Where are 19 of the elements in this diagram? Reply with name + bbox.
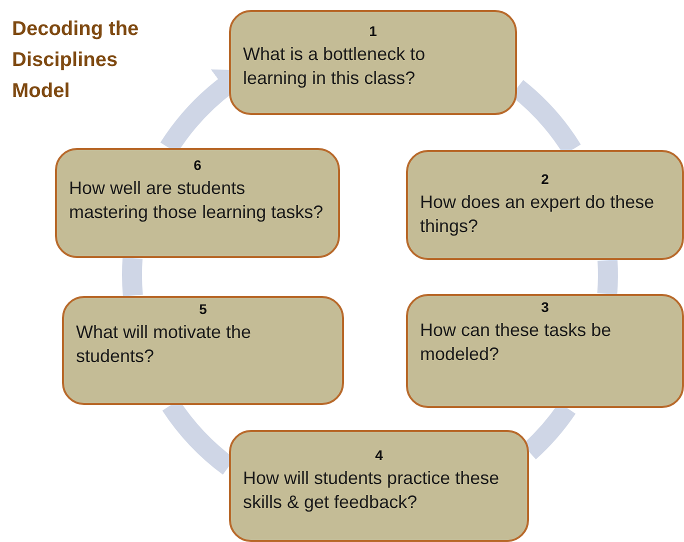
- step-question: How does an expert do these things?: [420, 191, 656, 238]
- question-box: [229, 430, 529, 542]
- question-box: [62, 296, 344, 405]
- step-question: How will students practice these skills & get feedback?: [243, 467, 500, 514]
- question-box: [406, 150, 684, 260]
- step-question: How can these tasks be modeled?: [420, 319, 612, 366]
- step-number: 3: [541, 300, 549, 314]
- step-question: What is a bottleneck to learning in this class?: [243, 43, 426, 90]
- step-question: What will motivate the students?: [76, 321, 252, 368]
- step-number: 4: [375, 448, 383, 462]
- diagram-title: Decoding the Disciplines Model: [12, 17, 140, 104]
- question-box: [229, 10, 517, 115]
- step-number: 2: [541, 172, 549, 186]
- step-question: How well are students mastering those learning tasks?: [69, 177, 324, 224]
- step-number: 1: [369, 24, 377, 38]
- question-box: [55, 148, 340, 258]
- step-number: 5: [199, 302, 207, 316]
- question-box: [406, 294, 684, 408]
- step-number: 6: [194, 158, 202, 172]
